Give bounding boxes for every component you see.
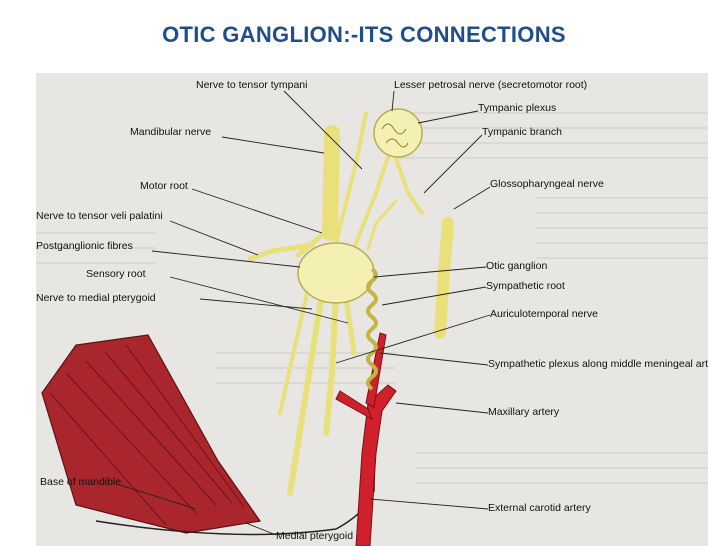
arteries [335,332,397,546]
label-lesser-petrosal-nerve: Lesser petrosal nerve (secretomotor root… [394,79,587,91]
slide-title: OTIC GANGLION:-ITS CONNECTIONS [162,22,566,47]
label-tympanic-branch: Tympanic branch [482,126,562,138]
leader-lines [119,90,491,536]
sympathetic-plexus [366,267,378,391]
label-nerve-to-tensor-veli-palatini: Nerve to tensor veli palatini [36,210,163,222]
tympanic-plexus-detail [381,123,409,148]
sensory-root [343,294,357,356]
label-base-of-mandible: Base of mandible [40,476,121,488]
label-auriculotemporal-nerve: Auriculotemporal nerve [490,308,598,320]
label-mandibular-nerve: Mandibular nerve [130,126,211,138]
external-carotid-artery [355,384,397,546]
label-sympathetic-plexus: Sympathetic plexus along middle meningea… [488,358,708,370]
medial-pterygoid-muscle [41,334,262,534]
label-otic-ganglion: Otic ganglion [486,260,547,272]
lingual-inferior-alveolar [287,290,325,496]
label-sympathetic-root: Sympathetic root [486,280,565,292]
label-sensory-root: Sensory root [86,268,146,280]
label-nerve-to-tensor-tympani: Nerve to tensor tympani [196,79,307,91]
nerves [247,111,454,496]
diagram-figure: Nerve to tensor tympani Lesser petrosal … [36,73,708,546]
label-nerve-to-medial-pterygoid: Nerve to medial pterygoid [36,292,156,304]
label-medial-pterygoid: Medial pterygoid [276,530,353,542]
background-text-lines [36,112,708,484]
maxillary-artery [335,390,373,421]
label-external-carotid-artery: External carotid artery [488,502,591,514]
label-postganglionic-fibres: Postganglionic fibres [36,240,133,252]
label-glossopharyngeal-nerve: Glossopharyngeal nerve [490,178,604,190]
otic-ganglion [297,242,375,304]
mandibular-nerve [322,125,340,241]
label-maxillary-artery: Maxillary artery [488,406,560,418]
tensor-veli-palatini-nerve [247,242,315,262]
postganglionic-fibres [366,199,398,251]
motor-root [295,232,325,258]
glossopharyngeal-nerve [434,217,454,339]
label-motor-root: Motor root [140,180,188,192]
label-tympanic-plexus: Tympanic plexus [478,102,556,114]
auriculotemporal-nerve [323,290,339,436]
nerve-to-tensor-tympani [334,111,368,245]
